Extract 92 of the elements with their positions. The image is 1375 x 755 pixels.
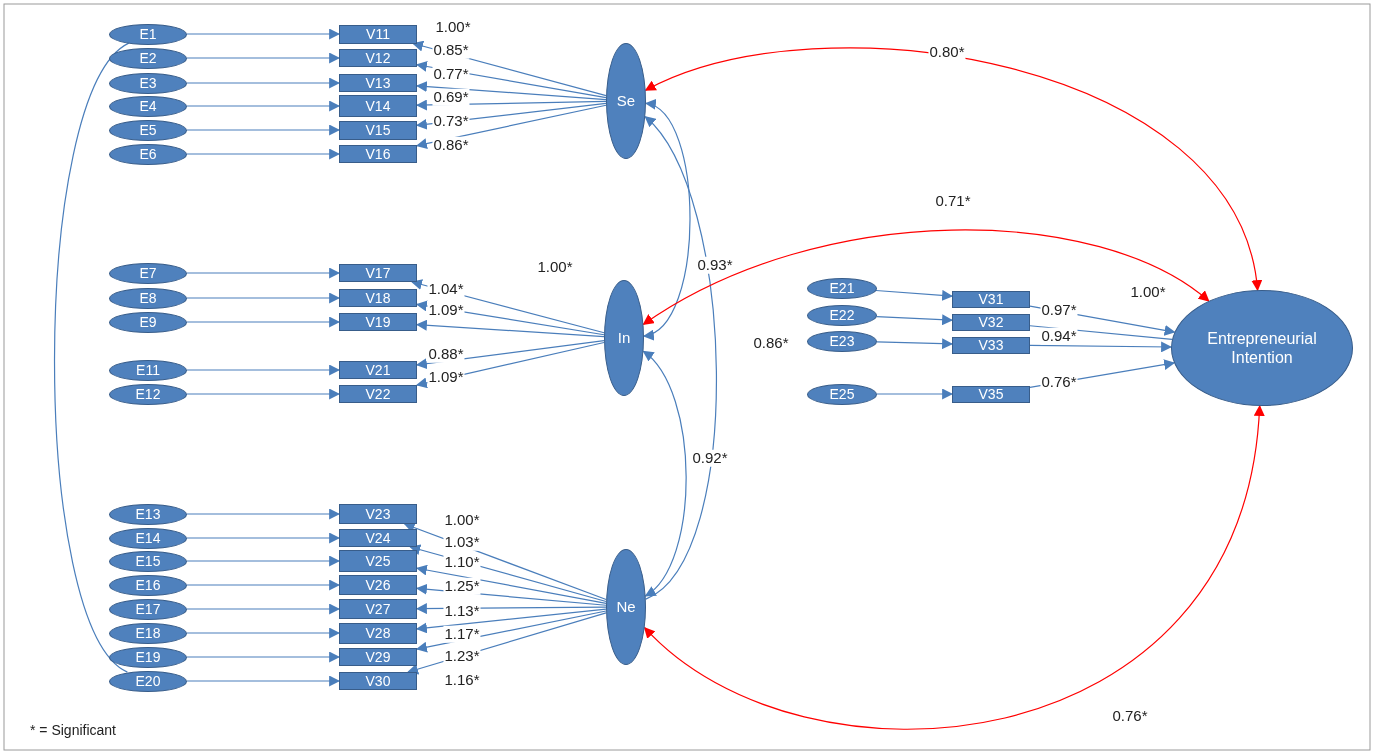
variable-box: V17 bbox=[339, 264, 417, 282]
ellipse-node: E25 bbox=[807, 383, 877, 405]
ellipse-node: E7 bbox=[109, 262, 187, 284]
variable-box: V32 bbox=[952, 313, 1030, 331]
ellipse-node: E11 bbox=[109, 359, 187, 381]
arrow bbox=[1029, 341, 1173, 353]
arrow bbox=[415, 81, 607, 101]
arrow bbox=[415, 319, 605, 338]
variable-box: V35 bbox=[952, 385, 1030, 403]
variable-box: V13 bbox=[339, 74, 417, 92]
arrow bbox=[186, 508, 341, 520]
variable-box: V11 bbox=[339, 24, 417, 44]
arrow bbox=[876, 314, 954, 326]
variable-box: V25 bbox=[339, 550, 417, 572]
ellipse-node: E12 bbox=[109, 383, 187, 405]
variable-box: V30 bbox=[339, 672, 417, 690]
ellipse-node: E9 bbox=[109, 311, 187, 333]
footnote: * = Significant bbox=[30, 722, 116, 738]
arrow bbox=[186, 100, 341, 112]
ellipse-node: E16 bbox=[109, 574, 187, 596]
ellipse-node: E19 bbox=[109, 646, 187, 668]
variable-box: V24 bbox=[339, 529, 417, 547]
variable-box: V29 bbox=[339, 648, 417, 666]
ellipse-node: E13 bbox=[109, 503, 187, 525]
latent-ellipse: In bbox=[604, 280, 644, 396]
arrow bbox=[186, 28, 341, 40]
edge-label: 1.17* bbox=[443, 625, 481, 643]
curved-connector bbox=[642, 350, 687, 597]
variable-box: V33 bbox=[952, 336, 1030, 354]
arrow bbox=[186, 124, 341, 136]
arrow bbox=[186, 292, 341, 304]
arrow bbox=[186, 555, 341, 567]
variable-box: V14 bbox=[339, 95, 417, 117]
arrow bbox=[186, 388, 341, 400]
edge-label: 1.10* bbox=[443, 553, 481, 571]
arrow bbox=[876, 338, 954, 350]
ellipse-node: E21 bbox=[807, 277, 877, 299]
arrow bbox=[415, 564, 607, 604]
edge-label: 0.93* bbox=[696, 256, 734, 274]
ellipse-node: E6 bbox=[109, 143, 187, 165]
ellipse-node: E17 bbox=[109, 598, 187, 620]
latent-ellipse: Se bbox=[606, 43, 646, 159]
arrow bbox=[186, 77, 341, 89]
variable-box: V18 bbox=[339, 289, 417, 307]
arrow bbox=[186, 579, 341, 591]
arrow bbox=[186, 148, 341, 160]
arrow bbox=[186, 364, 341, 376]
curved-connector bbox=[53, 42, 130, 673]
variable-box: V26 bbox=[339, 575, 417, 595]
variable-box: V21 bbox=[339, 361, 417, 379]
arrow bbox=[186, 675, 341, 687]
curved-connector bbox=[644, 115, 717, 600]
arrow bbox=[186, 603, 341, 615]
arrow bbox=[186, 627, 341, 639]
arrow bbox=[186, 651, 341, 663]
variable-box: V27 bbox=[339, 599, 417, 619]
variable-box: V15 bbox=[339, 120, 417, 140]
variable-box: V19 bbox=[339, 313, 417, 331]
ellipse-node: E14 bbox=[109, 527, 187, 549]
ellipse-node: E8 bbox=[109, 287, 187, 309]
edge-label: 0.92* bbox=[691, 449, 729, 467]
edge-label: 1.25* bbox=[443, 577, 481, 595]
ellipse-node: E20 bbox=[109, 670, 187, 692]
arrow bbox=[186, 52, 341, 64]
latent-ellipse: Ne bbox=[606, 549, 646, 665]
outcome-ellipse: Entrepreneurial Intention bbox=[1171, 290, 1353, 406]
arrow bbox=[186, 316, 341, 328]
ellipse-node: E22 bbox=[807, 304, 877, 326]
ellipse-node: E18 bbox=[109, 622, 187, 644]
arrow bbox=[876, 388, 954, 400]
ellipse-node: E1 bbox=[109, 23, 187, 45]
variable-box: V23 bbox=[339, 504, 417, 524]
ellipse-node: E4 bbox=[109, 95, 187, 117]
arrow bbox=[875, 289, 954, 301]
variable-box: V16 bbox=[339, 145, 417, 163]
ellipse-node: E23 bbox=[807, 330, 877, 352]
ellipse-node: E3 bbox=[109, 72, 187, 94]
variable-box: V22 bbox=[339, 385, 417, 403]
ellipse-node: E5 bbox=[109, 119, 187, 141]
ellipse-node: E2 bbox=[109, 47, 187, 69]
variable-box: V12 bbox=[339, 49, 417, 67]
correlation-arc bbox=[644, 48, 1261, 292]
variable-box: V28 bbox=[339, 622, 417, 644]
ellipse-node: E15 bbox=[109, 550, 187, 572]
arrow bbox=[415, 608, 607, 634]
correlation-arc bbox=[642, 229, 1210, 325]
arrow bbox=[186, 267, 341, 279]
variable-box: V31 bbox=[952, 290, 1030, 308]
curved-connector bbox=[642, 102, 691, 338]
arrow bbox=[186, 532, 341, 544]
edge-label: 1.23* bbox=[443, 647, 481, 665]
edge-label: 0.69* bbox=[432, 88, 470, 106]
